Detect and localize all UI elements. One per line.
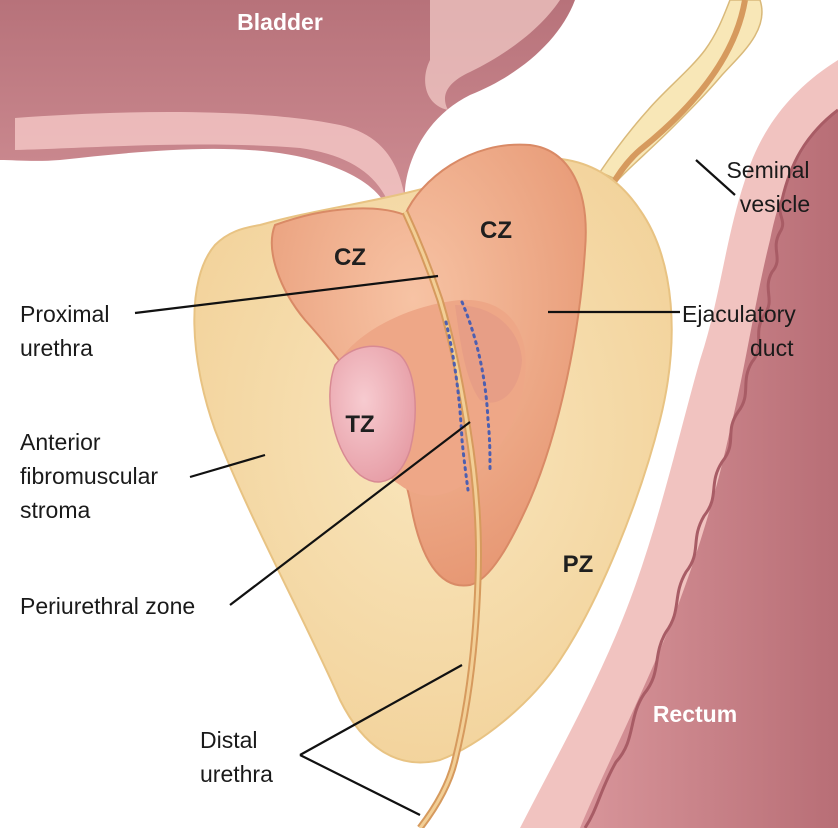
central-zone-right-label: CZ xyxy=(480,217,512,244)
proximal-urethra-label-line2: urethra xyxy=(20,335,93,361)
seminal-vesicle-label-line1: Seminal xyxy=(726,157,809,183)
seminal-vesicle-label-line2: vesicle xyxy=(740,191,810,217)
periurethral-zone-boundary xyxy=(444,300,492,492)
urethra xyxy=(401,210,483,828)
anterior-stroma-label-line2: fibromuscular xyxy=(20,463,158,489)
bladder xyxy=(0,0,575,215)
peripheral-zone-label: PZ xyxy=(563,551,594,578)
anterior-stroma-label-line3: stroma xyxy=(20,497,91,523)
rectum-label: Rectum xyxy=(653,701,737,727)
central-zone-left-label: CZ xyxy=(334,244,366,271)
bladder-label: Bladder xyxy=(237,9,323,35)
ejaculatory-duct-label-line2: duct xyxy=(750,335,794,361)
distal-urethra-label-line2: urethra xyxy=(200,761,273,787)
proximal-urethra-label-line1: Proximal xyxy=(20,301,109,327)
distal-urethra-label-line1: Distal xyxy=(200,727,258,753)
transition-zone-label: TZ xyxy=(345,411,374,438)
ejaculatory-duct-label-line1: Ejaculatory xyxy=(682,301,796,327)
rectum xyxy=(520,60,838,828)
leader-lines xyxy=(134,159,736,816)
anterior-stroma-label-line1: Anterior xyxy=(20,429,101,455)
periurethral-zone-label: Periurethral zone xyxy=(20,593,195,619)
